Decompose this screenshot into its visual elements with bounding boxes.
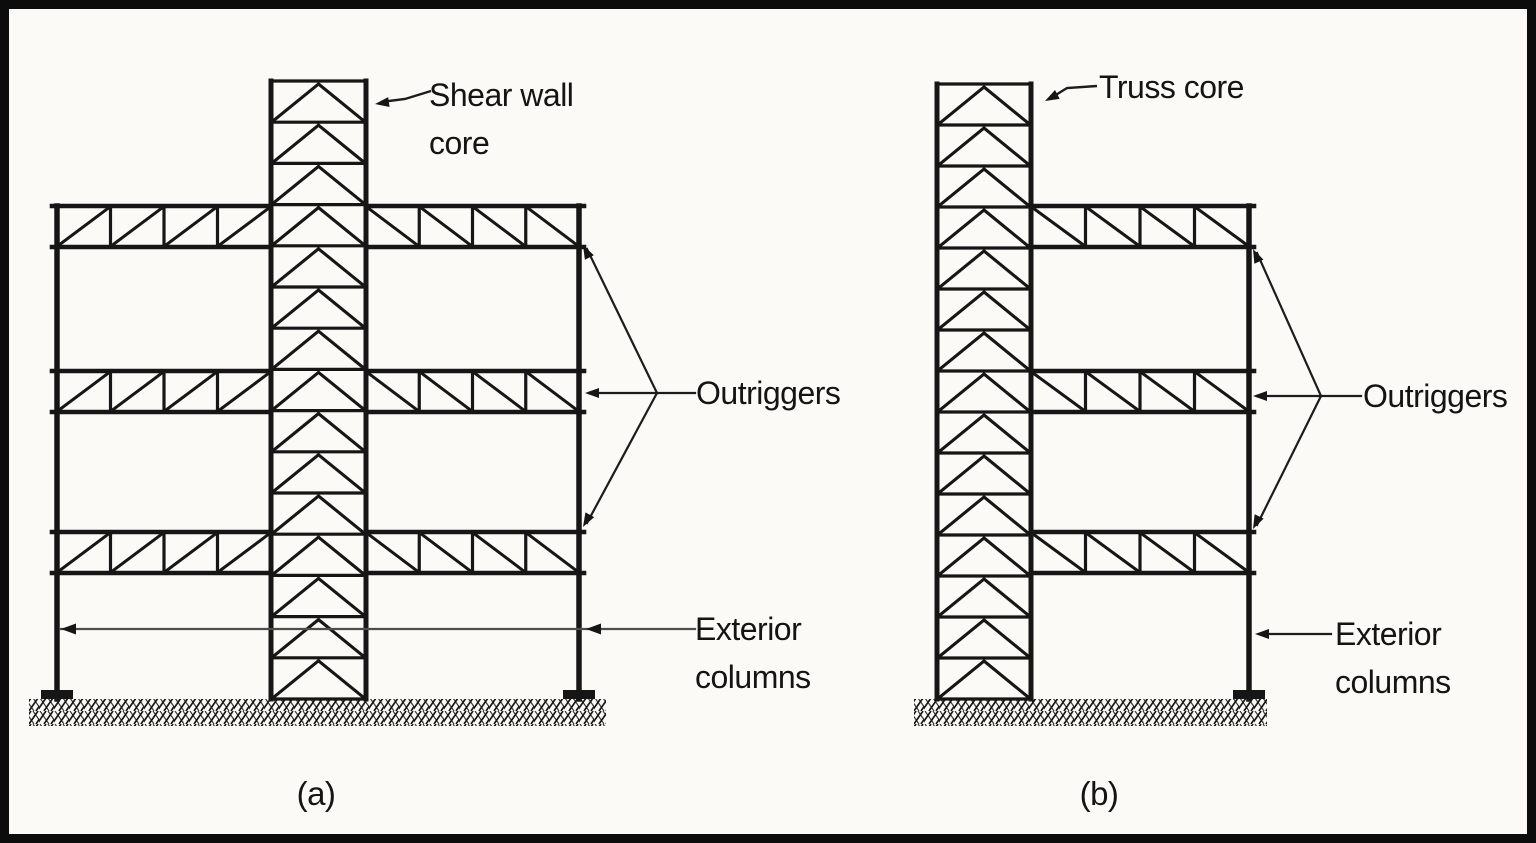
- outrigger-trusses-b: [1028, 203, 1257, 576]
- label-outriggers-a: Outriggers: [696, 375, 841, 411]
- leader-outriggers-b: [1253, 249, 1363, 529]
- leader-truss-core: [1045, 84, 1098, 101]
- leader-outriggers-a: [583, 245, 697, 527]
- exterior-columns-a: [54, 203, 582, 702]
- structural-diagram: [29, 78, 1363, 726]
- outrigger-trusses-a: [49, 203, 587, 576]
- label-shear-wall-core: Shear wall core: [429, 77, 574, 161]
- truss-core: [934, 81, 1034, 702]
- label-outriggers-b: Outriggers: [1363, 378, 1508, 414]
- shear-wall-core: [268, 78, 369, 702]
- caption-a: (a): [296, 775, 336, 812]
- ground-b: [914, 690, 1267, 726]
- span-arrow-a: [59, 623, 697, 635]
- label-exterior-columns-b: Exterior columns: [1335, 616, 1451, 700]
- caption-b: (b): [1079, 775, 1119, 812]
- label-truss-core: Truss core: [1099, 69, 1244, 105]
- leader-exterior-columns-b: [1255, 629, 1333, 639]
- ground-a: [29, 690, 606, 726]
- leader-shear-wall-core: [375, 89, 432, 108]
- label-exterior-columns-a: Exterior columns: [695, 611, 811, 695]
